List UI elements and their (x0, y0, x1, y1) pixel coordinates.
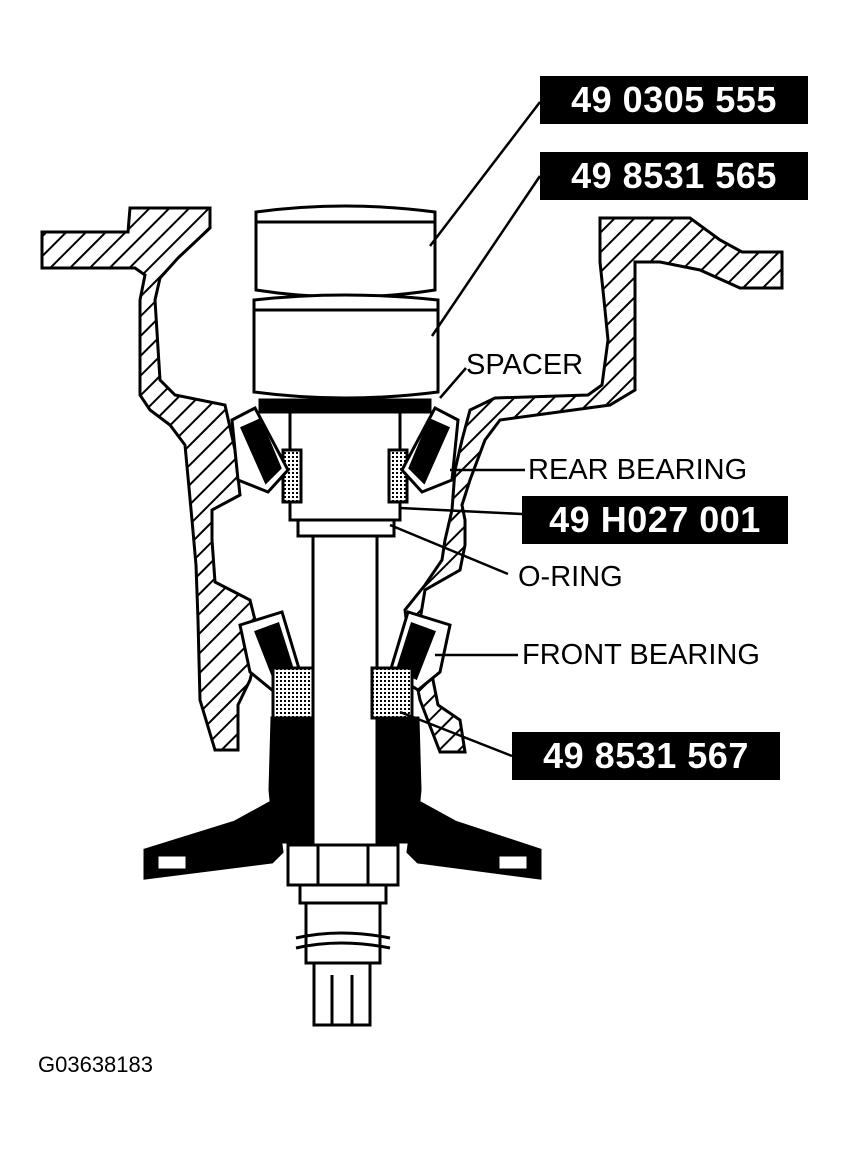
leader-lines (389, 101, 542, 758)
tool-cylinder-upper (254, 204, 437, 299)
rear-bearing (230, 405, 460, 494)
front-seal-stipple (271, 666, 414, 720)
front-bearing-label: FRONT BEARING (522, 639, 760, 671)
rear-bearing-label: REAR BEARING (528, 454, 748, 486)
spacer-label: SPACER (466, 349, 584, 381)
figure-id: G03638183 (38, 1052, 153, 1077)
tool-number-callout-1: 49 0305 555 (540, 76, 808, 124)
tool-cylinder-lower (252, 293, 440, 400)
shaft (296, 518, 396, 850)
o-ring-label: O-RING (518, 561, 623, 593)
tool-number-callout-2: 49 8531 565 (540, 152, 808, 200)
nut-and-shaft-end (286, 843, 400, 1027)
housing-left (40, 206, 262, 752)
tool-number-callout-3: 49 H027 001 (522, 496, 788, 544)
tool-number-callout-4: 49 8531 567 (512, 732, 780, 780)
spacer-and-inner-sleeve (258, 398, 432, 522)
support-base (143, 716, 542, 880)
